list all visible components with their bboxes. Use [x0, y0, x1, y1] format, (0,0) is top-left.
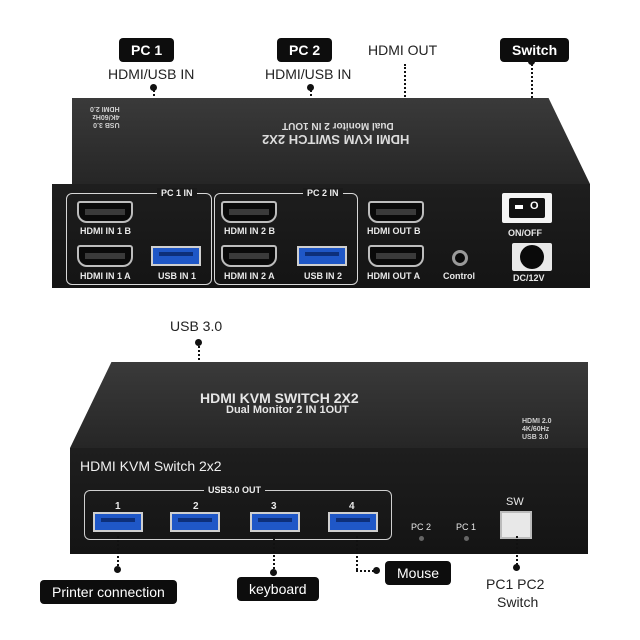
pc1-leader-dot [150, 84, 157, 91]
usb-out-4-number: 4 [349, 501, 355, 512]
pc1-in-group [66, 193, 212, 285]
usb-out-2-port[interactable] [170, 512, 220, 532]
usb-in-2-label: USB IN 2 [304, 271, 343, 281]
sw-label: SW [506, 496, 524, 508]
pc2-in-tag: PC 2 IN [303, 188, 343, 198]
front-top-subtitle: Dual Monitor 2 IN 1OUT [226, 404, 349, 416]
hdmi-out-b-port[interactable] [368, 201, 424, 223]
usb-out-1-port[interactable] [93, 512, 143, 532]
rocker-bar-icon [515, 205, 523, 209]
usb-in-1-port[interactable] [151, 246, 201, 266]
rear-top-subtitle: Dual Monitor 2 IN 1OUT [282, 120, 394, 131]
usb-out-3-port[interactable] [250, 512, 300, 532]
rear-device-panel [52, 184, 590, 288]
rear-top-spec: USB 3.0 4K/60Hz HDMI 2.0 [90, 105, 120, 128]
usb-out-3-number: 3 [271, 501, 277, 512]
switch-bottom-leader-line [516, 536, 518, 568]
rocker-off-glyph: O [530, 200, 539, 212]
hdmi-out-a-label: HDMI OUT A [367, 271, 421, 281]
hdmi-in-2b-port[interactable] [221, 201, 277, 223]
mouse-callout: Mouse [385, 561, 452, 585]
hdmi-in-2a-port[interactable] [221, 245, 277, 267]
switch-callout-line1: PC1 PC2 [486, 576, 545, 592]
pc1-desc: HDMI/USB IN [108, 66, 195, 82]
control-jack[interactable] [452, 250, 468, 266]
printer-callout: Printer connection [40, 580, 177, 604]
pc2-leader-dot [307, 84, 314, 91]
hdmi-in-1a-label: HDMI IN 1 A [80, 271, 131, 281]
printer-leader-dot [114, 566, 121, 573]
pc1-in-tag: PC 1 IN [157, 188, 197, 198]
usb-out-4-port[interactable] [328, 512, 378, 532]
hdmi-out-a-port[interactable] [368, 245, 424, 267]
pc1-led [464, 536, 469, 541]
usb-out-1-number: 1 [115, 501, 121, 512]
hdmi-in-1b-label: HDMI IN 1 B [80, 226, 132, 236]
front-top-spec: HDMI 2.0 4K/60Hz USB 3.0 [522, 418, 552, 441]
pc2-led-label: PC 2 [411, 522, 432, 532]
front-top-title: HDMI KVM SWITCH 2X2 [200, 390, 359, 406]
keyboard-leader-dot [270, 569, 277, 576]
hdmi-out-callout: HDMI OUT [368, 42, 438, 58]
power-rocker-switch[interactable]: O [509, 198, 545, 218]
front-panel-title: HDMI KVM Switch 2x2 [80, 458, 222, 474]
switch-leader-dot [528, 58, 535, 65]
pc2-desc: HDMI/USB IN [265, 66, 352, 82]
control-label: Control [443, 271, 475, 281]
printer-leader-line [117, 536, 119, 570]
switch-tag: Switch [500, 38, 570, 62]
hdmi-in-2b-label: HDMI IN 2 B [224, 226, 276, 236]
keyboard-callout: keyboard [237, 577, 319, 601]
usb-in-2-port[interactable] [297, 246, 347, 266]
on-off-label: ON/OFF [508, 228, 542, 238]
front-device-top: HDMI KVM SWITCH 2X2 Dual Monitor 2 IN 1O… [70, 362, 588, 448]
pc1-led-label: PC 1 [456, 522, 477, 532]
hdmi-in-2a-label: HDMI IN 2 A [224, 271, 275, 281]
usb30-callout: USB 3.0 [170, 318, 223, 334]
usb-out-tag: USB3.0 OUT [204, 485, 266, 495]
pc2-led [419, 536, 424, 541]
hdmi-in-1b-port[interactable] [77, 201, 133, 223]
keyboard-leader-line [273, 536, 275, 572]
pc2-tag: PC 2 [277, 38, 333, 62]
mouse-leader-line [356, 536, 358, 570]
pc-switch-button[interactable] [500, 511, 532, 539]
rear-top-title: HDMI KVM SWITCH 2X2 [262, 132, 410, 147]
dc-label: DC/12V [513, 273, 545, 283]
mouse-leader-dot [373, 567, 380, 574]
usb-in-1-label: USB IN 1 [158, 271, 197, 281]
rear-device-top: HDMI KVM SWITCH 2X2 Dual Monitor 2 IN 1O… [72, 98, 590, 184]
usb-out-2-number: 2 [193, 501, 199, 512]
switch-callout-line2: Switch [497, 594, 539, 610]
dc-jack-frame [512, 243, 552, 271]
power-switch-frame: O [502, 193, 552, 223]
pc2-in-group [214, 193, 358, 285]
dc-jack[interactable] [520, 245, 544, 269]
switch-bottom-leader-dot [513, 564, 520, 571]
pc1-tag: PC 1 [119, 38, 175, 62]
hdmi-out-b-label: HDMI OUT B [367, 226, 421, 236]
mouse-leader-hline [356, 570, 378, 572]
hdmi-in-1a-port[interactable] [77, 245, 133, 267]
